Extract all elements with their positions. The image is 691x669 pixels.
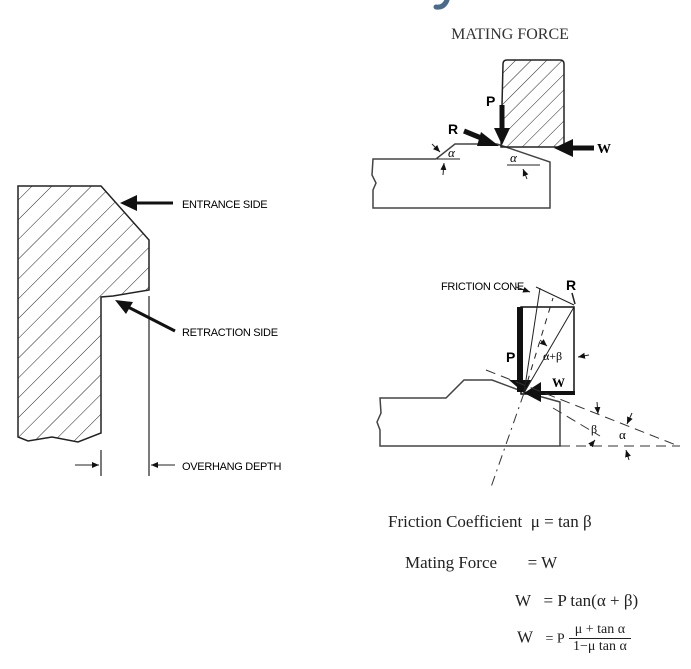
receptacle-body-2 <box>376 379 561 447</box>
friction-coefficient-label: Friction Coefficient <box>388 512 523 531</box>
mating-force-equation: Mating Force = W <box>405 553 557 573</box>
friction-coefficient-expr: μ = tan β <box>530 512 592 531</box>
w2-eq: = P <box>545 631 565 647</box>
mating-force-title: MATING FORCE <box>451 26 569 43</box>
w-equation-2: W = P μ + tan α 1−μ tan α <box>517 622 631 655</box>
receptacle-body <box>371 143 551 209</box>
r-label: R <box>448 121 458 137</box>
w2-denominator: 1−μ tan α <box>572 639 627 654</box>
alpha-label: α <box>619 427 626 442</box>
friction-coefficient-equation: Friction Coefficient μ = tan β <box>388 512 592 532</box>
w-label: W <box>597 142 611 157</box>
r-label-2: R <box>566 277 576 293</box>
w-arrow-icon <box>554 139 573 157</box>
w-arrow-icon-2 <box>524 382 541 402</box>
p-label-2: P <box>506 349 515 365</box>
entrance-arrow-icon <box>120 195 137 211</box>
entrance-side-label: ENTRANCE SIDE <box>182 199 267 211</box>
friction-cone-label: FRICTION CONE <box>441 281 524 293</box>
p-label: P <box>486 93 495 109</box>
mating-force-expr: = W <box>527 553 558 572</box>
beta-label: β <box>591 422 597 436</box>
alpha-left-label: α <box>448 145 456 160</box>
w1-lhs: W <box>515 591 531 610</box>
w-label-2: W <box>552 375 565 390</box>
cropped-heading-glyph <box>433 0 450 10</box>
retraction-side-label: RETRACTION SIDE <box>182 327 278 339</box>
latch-body <box>17 185 150 443</box>
w2-lhs: W <box>517 627 533 647</box>
latch-block <box>500 59 565 148</box>
w-equation-1: W = P tan(α + β) <box>515 591 638 611</box>
w2-fraction: μ + tan α 1−μ tan α <box>568 622 631 655</box>
w2-numerator: μ + tan α <box>568 622 631 639</box>
friction-diagram: P W FRICTION CONE R α+β β α <box>376 277 680 491</box>
mating-force-diagram: MATING FORCE P R W α α <box>371 26 611 209</box>
retraction-arrow-icon <box>115 300 133 314</box>
mating-force-label: Mating Force <box>405 553 498 572</box>
p-arrow-icon <box>494 128 510 145</box>
alpha-right-label: α <box>510 150 518 165</box>
w1-rhs: = P tan(α + β) <box>543 591 639 610</box>
overhang-diagram: ENTRANCE SIDE RETRACTION SIDE OVERHANG D… <box>17 185 282 476</box>
r-arrow-icon <box>477 132 499 146</box>
overhang-depth-label: OVERHANG DEPTH <box>182 461 281 473</box>
alpha-plus-beta-label: α+β <box>543 349 562 363</box>
